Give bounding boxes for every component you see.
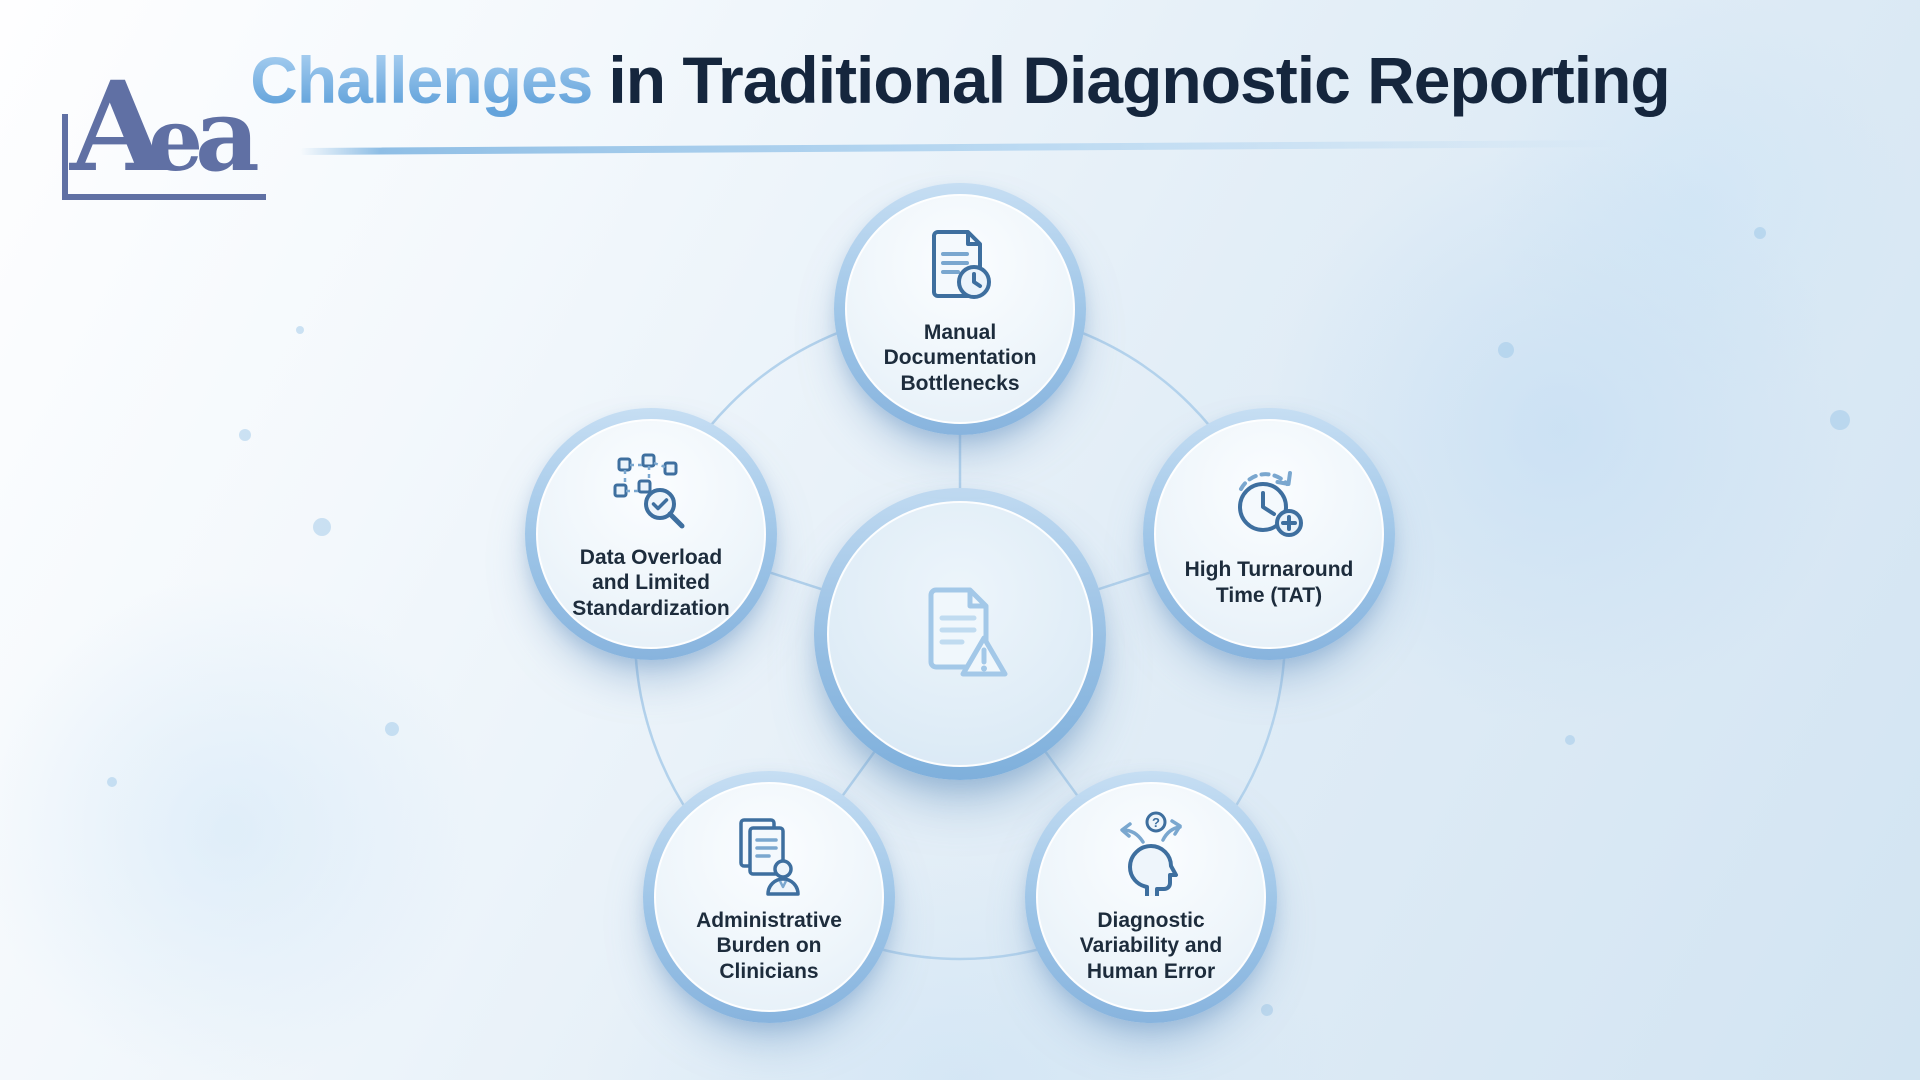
background-dots [107, 227, 1850, 1016]
node-inner: Data Overload and Limited Standardizatio… [536, 419, 766, 649]
documents-clinician-icon [723, 810, 815, 902]
logo-letter: a [194, 76, 260, 194]
node-manual-documentation-bottlenecks: Manual Documentation Bottlenecks [834, 183, 1086, 435]
data-magnifier-icon [605, 447, 697, 539]
node-label: Diagnostic Variability and Human Error [1079, 908, 1223, 983]
title-highlight: Challenges [250, 43, 593, 117]
node-inner: ? Diagnostic Variability and Human Error [1036, 782, 1266, 1012]
node-inner: High Turnaround Time (TAT) [1154, 419, 1384, 649]
document-clock-icon [914, 222, 1006, 314]
node-inner: Administrative Burden on Clinicians [654, 782, 884, 1012]
logo-letter: A [70, 55, 167, 200]
center-node [814, 488, 1106, 780]
node-diagnostic-variability: ? Diagnostic Variability and Human Error [1025, 771, 1277, 1023]
node-administrative-burden: Administrative Burden on Clinicians [643, 771, 895, 1023]
head-question-icon: ? [1105, 810, 1197, 902]
node-inner: Manual Documentation Bottlenecks [845, 194, 1075, 424]
center-node-inner [827, 501, 1093, 767]
logo-letter: e [148, 90, 203, 191]
document-warning-icon [900, 574, 1020, 694]
node-label: Manual Documentation Bottlenecks [883, 320, 1037, 395]
logo: A e a [56, 66, 296, 226]
logo-underline [62, 114, 266, 200]
node-data-overload-standardization: Data Overload and Limited Standardizatio… [525, 408, 777, 660]
node-high-turnaround-time: High Turnaround Time (TAT) [1143, 408, 1395, 660]
title-rest: in Traditional Diagnostic Reporting [608, 43, 1670, 117]
svg-text:?: ? [1152, 815, 1160, 830]
node-label: High Turnaround Time (TAT) [1184, 558, 1354, 607]
node-label: Data Overload and Limited Standardizatio… [572, 545, 730, 620]
node-label: Administrative Burden on Clinicians [696, 908, 842, 983]
logo-letters: A e a [70, 66, 260, 190]
clock-turnaround-icon [1223, 459, 1315, 551]
